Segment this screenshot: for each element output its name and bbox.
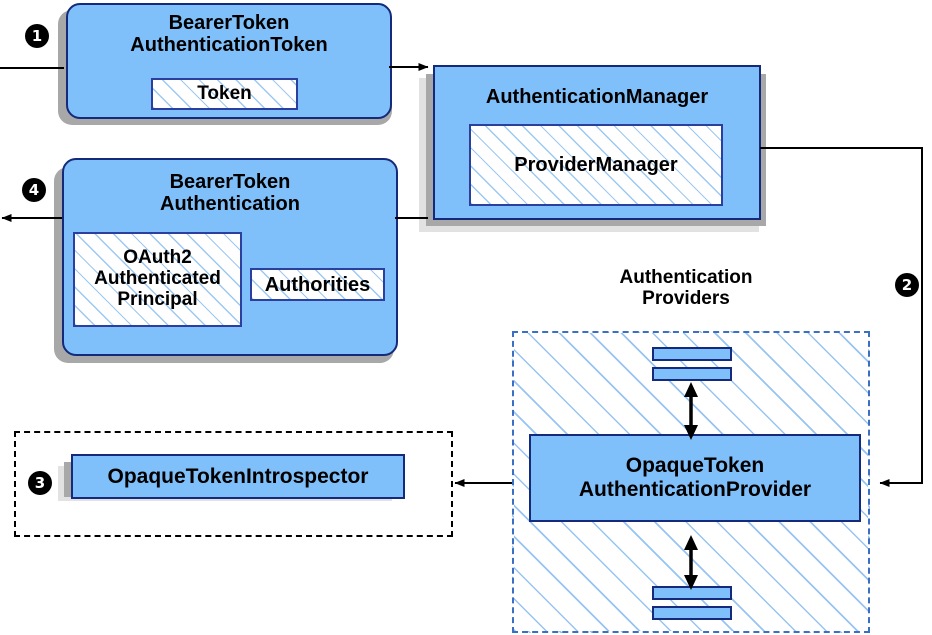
step-badge-1: 1 bbox=[25, 24, 49, 48]
opaque-token-introspector-label: OpaqueTokenIntrospector bbox=[107, 464, 369, 488]
token-inner-box[interactable]: Token bbox=[151, 78, 298, 110]
step-badge-2: 2 bbox=[895, 273, 919, 297]
provider-manager-inner-box[interactable]: ProviderManager bbox=[469, 124, 723, 206]
introspector-group bbox=[14, 431, 453, 537]
oauth2-authenticated-principal-inner-box[interactable]: OAuth2 Authenticated Principal bbox=[73, 232, 242, 327]
opaque-token-introspector[interactable]: OpaqueTokenIntrospector bbox=[71, 454, 405, 499]
interface-bar-bottom-upper bbox=[652, 586, 732, 600]
authentication-providers-label: Authentication Providers bbox=[619, 267, 753, 310]
interface-bar-top-upper bbox=[652, 347, 732, 361]
bearer-token-authentication-label: BearerToken Authentication bbox=[160, 171, 300, 216]
step-badge-4: 4 bbox=[22, 178, 46, 202]
opaque-token-authentication-provider[interactable]: OpaqueToken AuthenticationProvider bbox=[529, 434, 861, 522]
opaque-token-authentication-provider-label: OpaqueToken AuthenticationProvider bbox=[578, 454, 812, 501]
authentication-manager-label: AuthenticationManager bbox=[485, 86, 709, 108]
bearer-token-authentication-token-label: BearerToken AuthenticationToken bbox=[130, 12, 328, 57]
step-badge-3: 3 bbox=[28, 471, 52, 495]
interface-bar-top-lower bbox=[652, 367, 732, 381]
interface-bar-bottom-lower bbox=[652, 606, 732, 620]
authorities-inner-box[interactable]: Authorities bbox=[250, 268, 385, 301]
